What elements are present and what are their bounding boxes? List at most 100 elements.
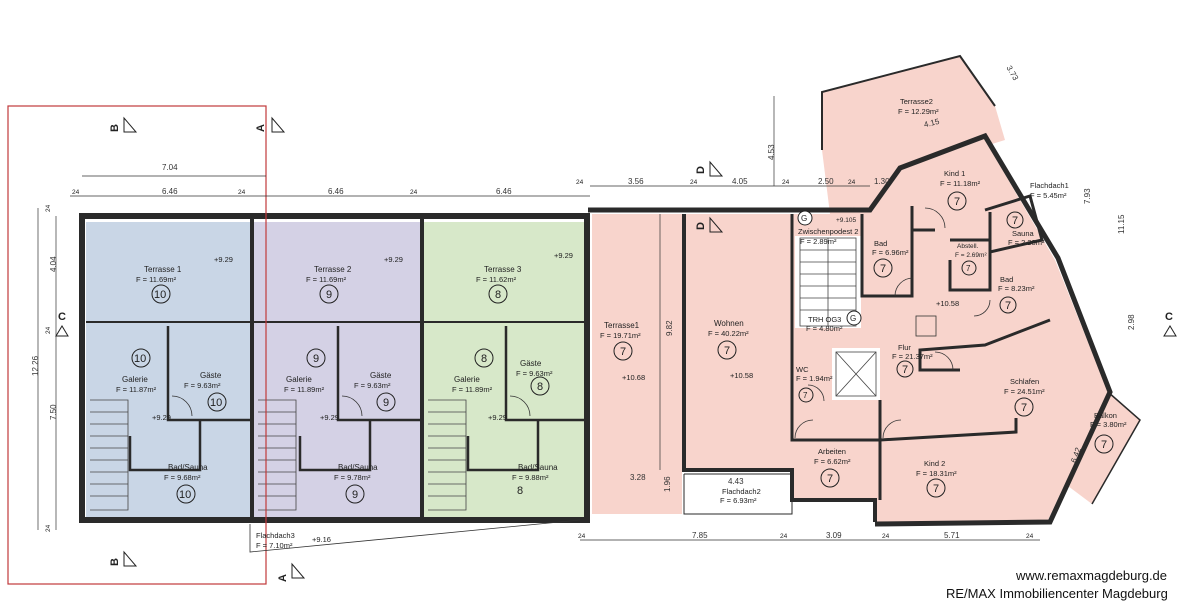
terrasse1-level: +10.68 [622,373,645,382]
bad2-number: 7 [1005,300,1011,312]
dim-453: 4.53 [767,144,776,160]
dim-24-bottom-b: 24 [780,533,788,540]
partitions [128,326,586,472]
door-gaeste-8 [509,395,531,417]
dim-24-bottom-d: 24 [1026,533,1034,540]
unit-7-east-fill [792,140,1108,522]
unit-8-gaeste-marker [530,376,550,396]
unit-10-galerie-marker [131,348,151,368]
terrasse-1-level: +9.29 [214,255,233,264]
section-C-left-triangle [55,325,69,337]
wohnen-level: +10.58 [730,371,753,380]
section-A-bottom: A [277,574,289,582]
trh-area: F = 4.80m² [806,324,843,333]
dim-24-e: 24 [690,179,698,186]
stair-core [799,237,857,327]
schlafen-wall [918,318,1051,372]
unit-10-bad-marker [176,484,196,504]
terrasse1-marker [613,341,633,361]
terrasse-2-level: +9.29 [384,255,403,264]
terrasse-2-label: Terrasse 2 [314,265,352,274]
terrasse-2-area: F = 11.69m² [306,275,347,284]
galerie-8-area: F = 11.89m² [452,385,493,394]
flur-number: 7 [902,364,908,376]
dim-24-left-c: 24 [45,524,52,532]
bad1-number: 7 [880,263,886,275]
zwischen-level: +9.105 [836,217,856,224]
galerie-9-area: F = 11.89m² [284,385,325,394]
balkon-area: F = 3.80m² [1090,420,1127,429]
section-D-top-triangle [709,160,724,177]
section-B-top: B [109,124,121,132]
bad-8-area: F = 9.88m² [512,473,549,482]
dim-r3: 2.98 [1127,314,1136,330]
door-gaeste-10 [171,395,193,417]
section-B-bottom-triangle [123,550,138,567]
bad-9-wall [298,420,372,472]
bad1-area: F = 6.96m² [872,248,909,257]
zwischen-label: Zwischenpodest 2 [798,227,858,236]
flachdach1-label: Flachdach1 [1030,181,1069,190]
kind1-wall [910,206,935,232]
flachdach2-label: Flachdach2 [722,487,761,496]
dimension-texts: 7.04 24 6.46 24 6.46 24 6.46 24 3.56 24 … [31,64,1136,540]
dim-r2: 11.15 [1117,214,1126,234]
terrasse-1-label: Terrasse 1 [144,265,182,274]
unit-9-gaeste-number: 9 [383,397,389,409]
dim-415: 4.15 [923,117,941,130]
arbeiten-number: 7 [827,473,833,485]
level-9: +9.29 [320,413,339,422]
galerie-10-area: F = 11.87m² [116,385,157,394]
elevator [835,351,877,397]
trh-label: TRH OG3 [808,315,841,324]
abstell-number: 7 [966,264,971,273]
stair-unit-8 [428,399,467,511]
gaeste-10-wall [166,326,250,422]
section-C-right-triangle [1163,325,1177,337]
door-schlafen [934,351,954,371]
stair-unit-9 [258,399,297,511]
gaeste-10-area: F = 9.63m² [184,381,221,390]
terrasse-1-area: F = 11.69m² [136,275,177,284]
sauna-area: F = 2.28m² [1008,238,1045,247]
wc-marker [798,387,814,403]
dim-24-bottom-c: 24 [882,533,890,540]
skylight [915,315,937,337]
schlafen-number: 7 [1021,402,1027,414]
unit-9-galerie-marker [306,348,326,368]
schlafen-marker [1014,397,1034,417]
dim-373: 3.73 [1005,64,1021,82]
dim-24-g: 24 [848,179,856,186]
flachdach2-area: F = 6.93m² [720,496,757,505]
gaeste-9-label: Gäste [370,371,392,380]
kind1-label: Kind 1 [944,169,965,178]
unit-8: Terrasse 3 F = 11.62m² +9.29 8 8 Galerie… [452,251,573,497]
bad-9-label: Bad/Sauna [338,463,378,472]
g-mark-top-text: G [801,214,807,223]
dim-total-left: 12.26 [31,355,40,376]
dim-lower-left: 7.50 [49,404,58,420]
gaeste-10-label: Gäste [200,371,222,380]
unit-10-galerie-number: 10 [134,353,146,365]
abstell-wall [948,238,992,292]
unit-10-terrace-number: 10 [154,289,166,301]
sauna-label: Sauna [1012,229,1035,238]
unit-9-bad-marker [345,484,365,504]
section-A-top-triangle [271,116,286,133]
door-bad-1 [894,277,914,297]
section-A-top: A [255,124,267,132]
bad-8-label: Bad/Sauna [518,463,558,472]
bad2-label: Bad [1000,275,1013,284]
bad-8-wall [466,420,540,472]
flachdach1-area: F = 5.45m² [1030,191,1067,200]
level-10: +9.29 [152,413,171,422]
section-markers [55,116,1177,579]
unit-9-terrace-marker [319,284,339,304]
dim-b3: 5.71 [944,531,960,540]
arbeiten-label: Arbeiten [818,447,846,456]
unit-8-gaeste-number: 8 [537,381,543,393]
g-mark-mid-text: G [850,314,856,323]
balkon-rail [1091,391,1141,505]
kind1-number: 7 [954,196,960,208]
dim-24-a: 24 [72,189,80,196]
